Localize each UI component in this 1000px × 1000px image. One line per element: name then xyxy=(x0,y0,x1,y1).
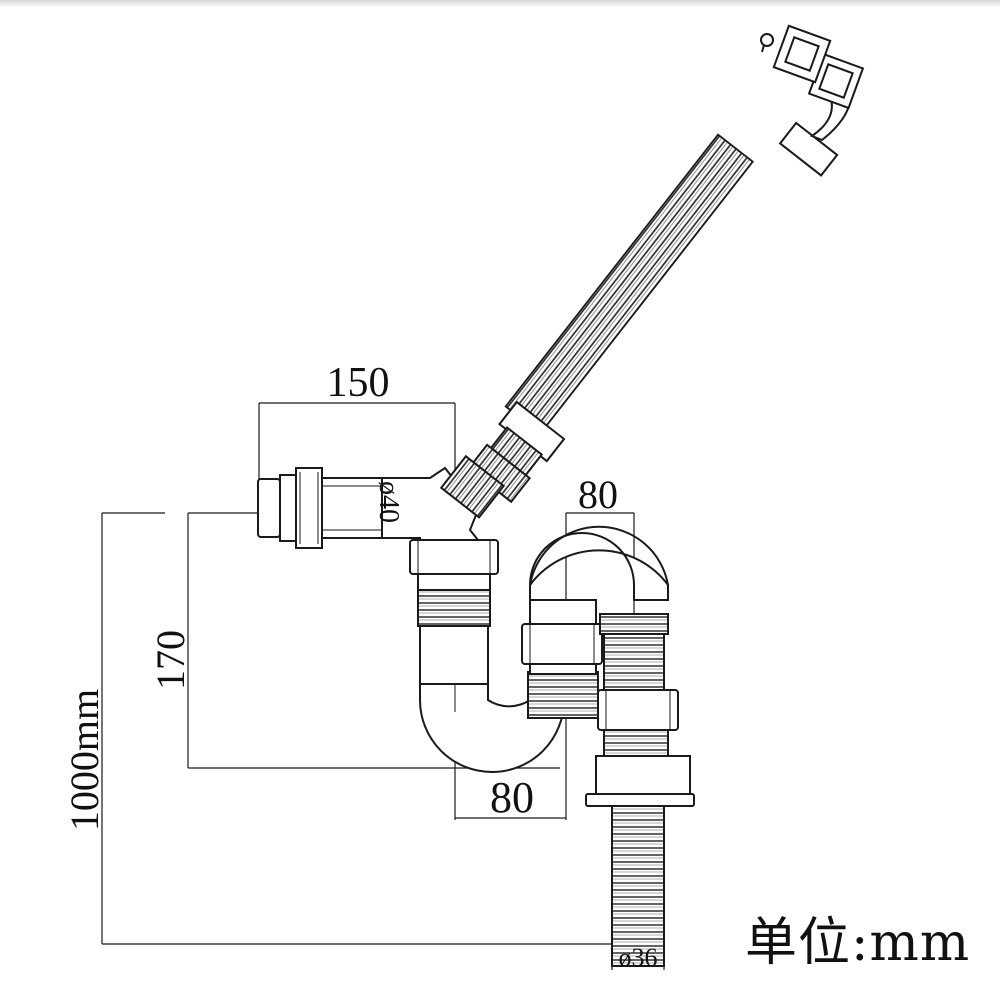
unit-label: 单位:mm xyxy=(745,913,971,973)
dim-1000mm: 1000mm xyxy=(62,689,107,831)
outlet-column xyxy=(585,613,695,807)
dim-phi40: ø40 xyxy=(373,481,404,523)
trap-junction xyxy=(381,454,506,591)
dim-phi36: ø36 xyxy=(619,943,658,972)
dim-80-right: 80 xyxy=(578,472,618,517)
overflow-fitting xyxy=(760,24,865,177)
dim-80-bottom: 80 xyxy=(490,773,534,822)
dim-170: 170 xyxy=(148,630,193,690)
dim-150: 150 xyxy=(327,360,390,406)
right-riser xyxy=(521,599,603,719)
side-inlet-pipe xyxy=(257,467,383,549)
left-thread xyxy=(417,589,491,627)
hose-coupling xyxy=(467,400,566,504)
top-arch xyxy=(529,532,669,601)
top-edge-shade xyxy=(0,0,1000,8)
inlet-hose xyxy=(504,133,755,435)
outlet-hose xyxy=(611,805,665,967)
left-pipe xyxy=(419,625,489,685)
